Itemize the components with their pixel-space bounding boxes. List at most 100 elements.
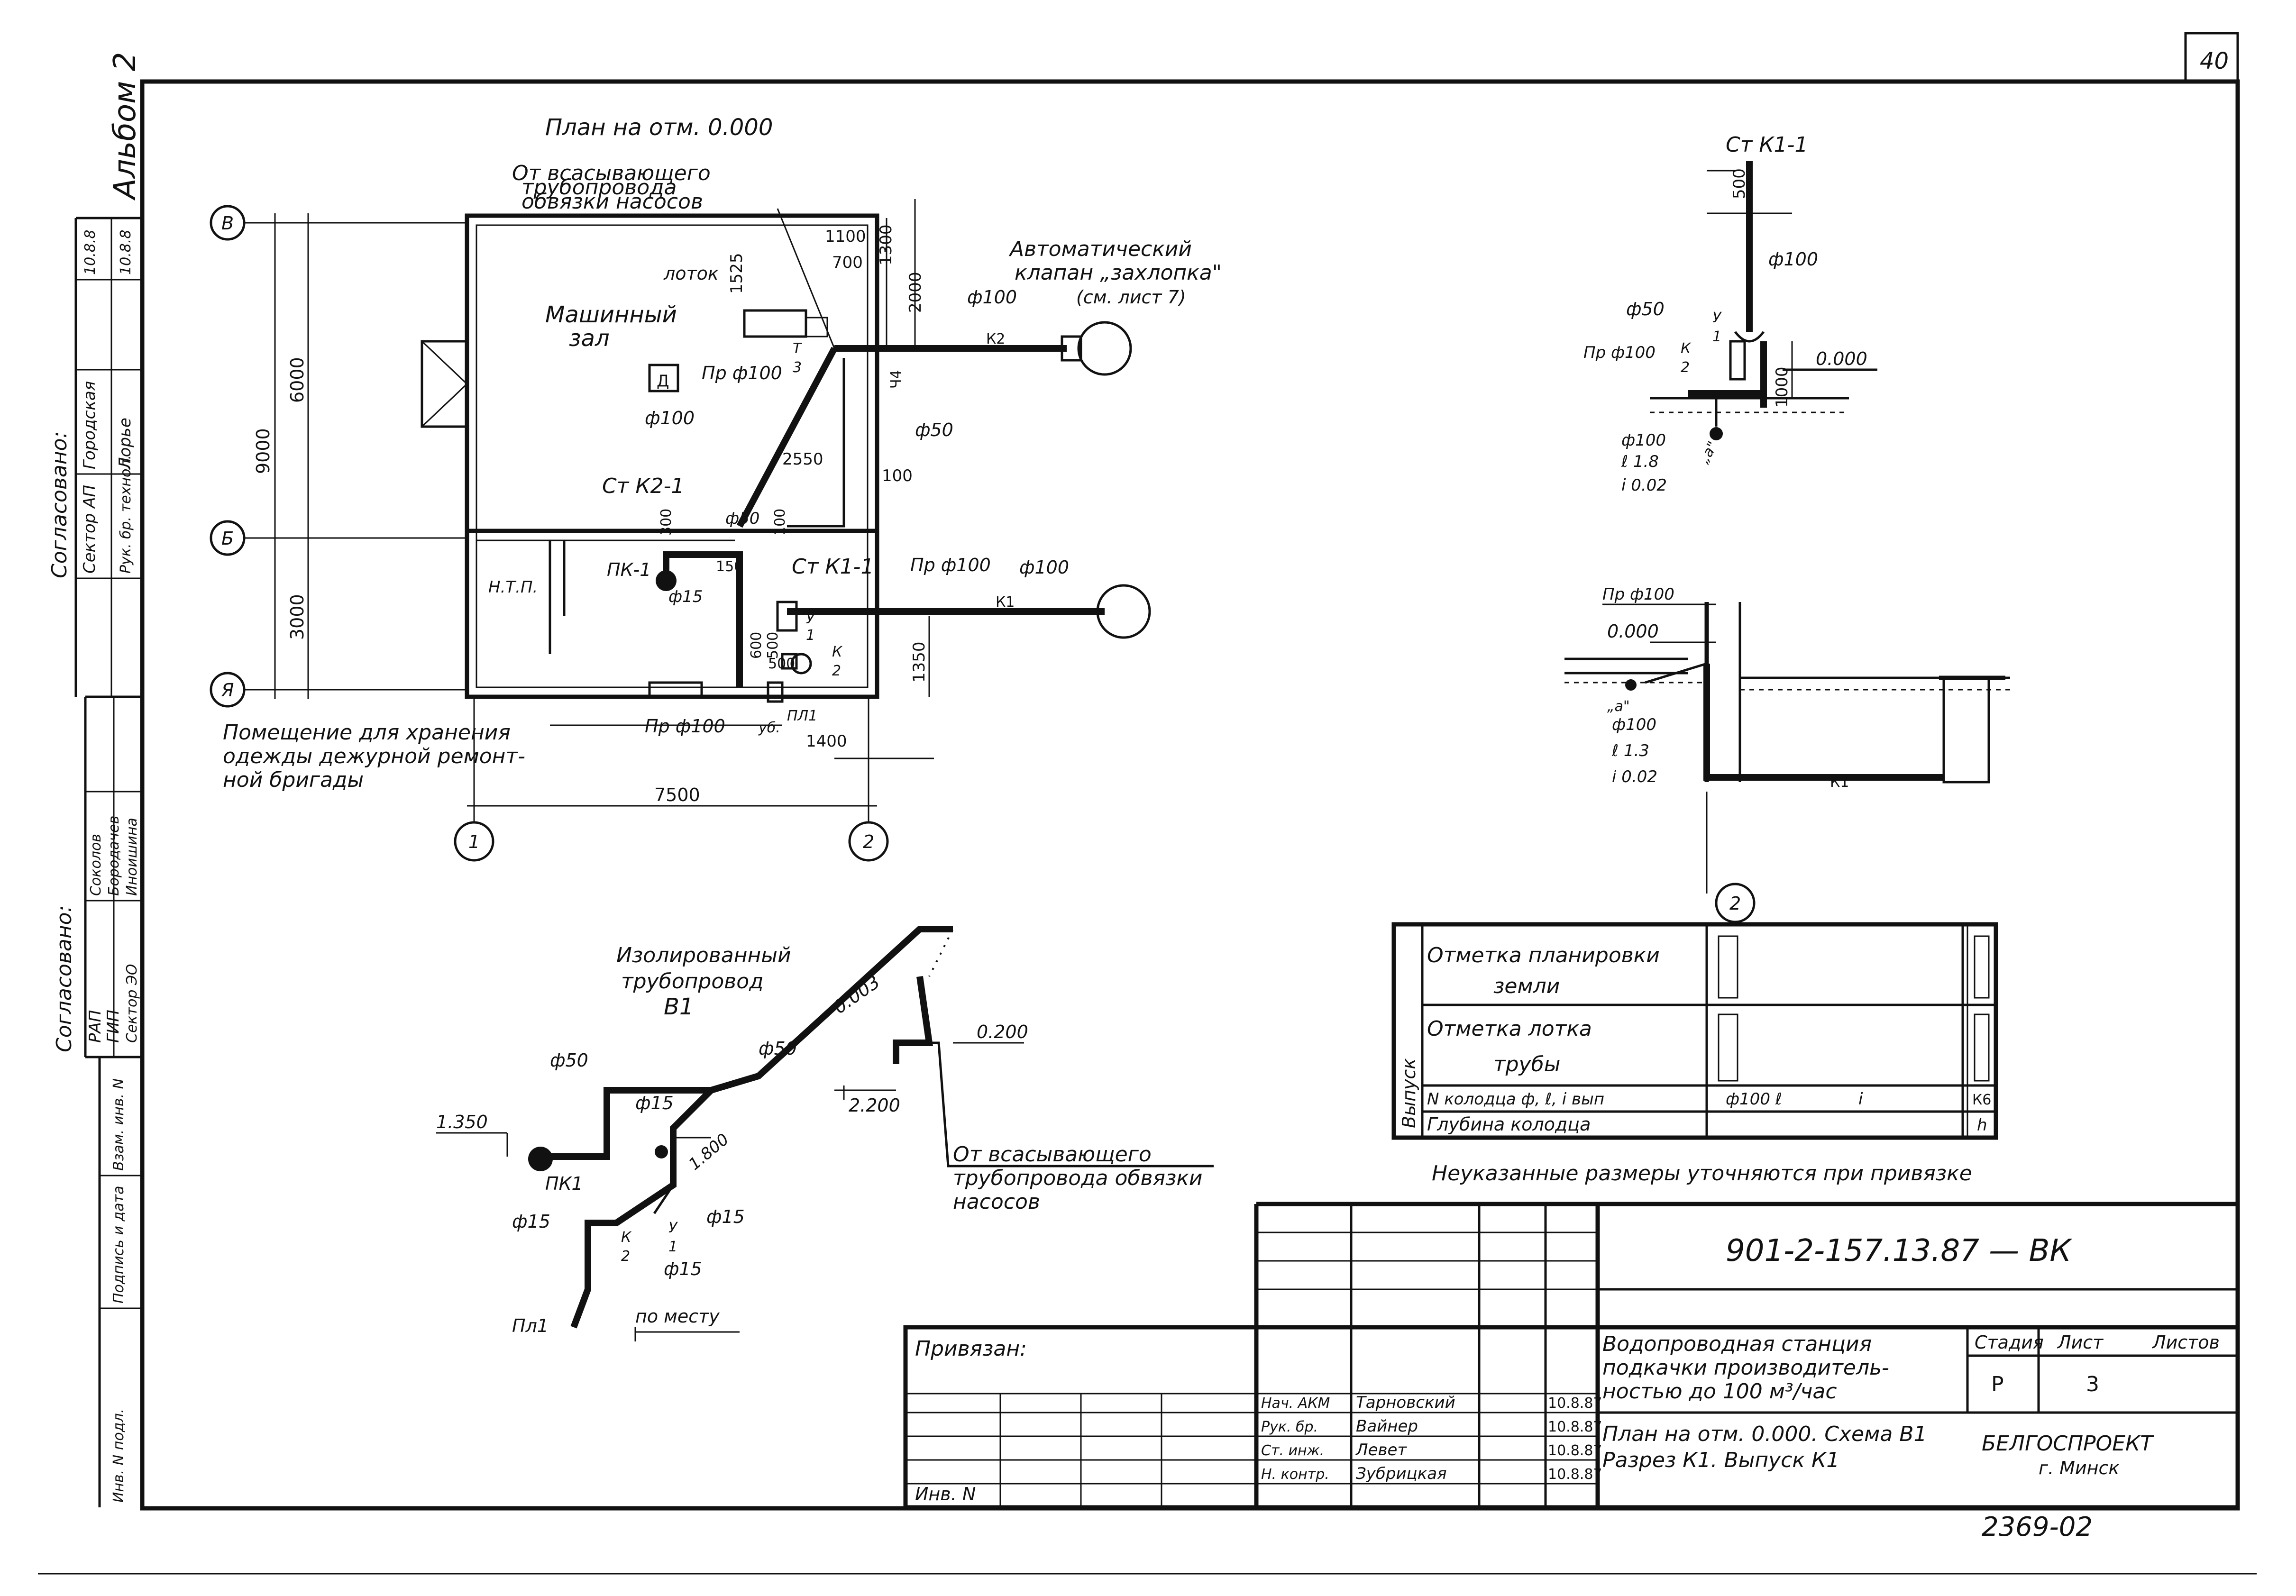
outlet-row1-a: Отметка планировки (1427, 943, 1660, 967)
org-city: г. Минск (2039, 1458, 2119, 1478)
outlet-row3-i: i (1858, 1090, 1863, 1109)
pipe-pr100-c: Пр ф100 (645, 716, 725, 737)
dim-1100: 1100 (825, 227, 866, 246)
staff-name-3: Зубрицкая (1356, 1464, 1447, 1483)
auto-valve-2: клапан „захлопка" (1015, 261, 1222, 285)
staff-role-2: Ст. инж. (1261, 1442, 1324, 1459)
axis-2: 2 (863, 831, 874, 852)
axis-1: 1 (468, 831, 480, 852)
scheme-y: У (668, 1220, 678, 1236)
dim-7500: 7500 (654, 784, 700, 805)
riser-info-1: ф100 (1621, 431, 1666, 450)
approval-r5-role: Сектор ЭО (124, 964, 140, 1043)
scheme-pk1: ПК1 (545, 1173, 583, 1194)
dim-1525: 1525 (727, 253, 746, 294)
scheme-title-2: трубопровод (621, 969, 764, 994)
album-label: Альбом 2 (108, 52, 143, 201)
section-info-3: i 0.02 (1612, 767, 1657, 786)
stack-signature-date: Подпись и дата (110, 1186, 127, 1304)
scheme-suction-3: насосов (953, 1190, 1040, 1214)
dim-1400: 1400 (806, 732, 847, 751)
bound-label: Привязан: (915, 1337, 1027, 1361)
ntp-label: Н.Т.П. (488, 578, 538, 597)
outlet-row4: Глубина колодца (1427, 1114, 1591, 1135)
k1-line-label: К1 (996, 594, 1015, 611)
hall-label-2: зал (569, 325, 610, 352)
room-label-3: ной бригады (223, 768, 364, 792)
outlet-row3-k: К6 (1972, 1092, 1991, 1108)
scheme-e1800: 1.800 (685, 1130, 732, 1174)
scheme-f15-d: ф15 (512, 1211, 550, 1232)
scheme-e1350: 1.350 (436, 1112, 488, 1132)
approval-r1-date: 10.8.8 (82, 230, 99, 275)
stage-header: Стадия (1975, 1332, 2044, 1353)
axis-ya: Я (221, 680, 234, 701)
scheme-e2200: 2.200 (849, 1095, 900, 1116)
section-info-1: ф100 (1612, 715, 1656, 734)
pipe-f100-c: ф100 (1019, 557, 1069, 578)
doc-code: 901-2-157.13.87 — ВК (1726, 1233, 2072, 1268)
st-k1-1-plan-label: Ст К1-1 (792, 555, 874, 579)
riser-pr100: Пр ф100 (1583, 343, 1656, 362)
staff-date-2: 10.8.87 (1548, 1442, 1602, 1459)
sheet-name-2: Разрез К1. Выпуск К1 (1602, 1448, 1839, 1472)
approval-r2-name: Лорье (116, 418, 135, 470)
auto-valve-1: Автоматический (1008, 237, 1192, 261)
approval-r2-role: Рук. бр. технол. (118, 455, 134, 574)
approval-r3-role: РАП (86, 1010, 105, 1043)
scheme-title-1: Изолированный (616, 943, 791, 967)
staff-name-0: Тарновский (1356, 1393, 1455, 1412)
pk1-plan-label: ПК-1 (607, 559, 651, 580)
suction-note-3: обвязки насосов (521, 190, 703, 214)
sheets-header: Листов (2151, 1332, 2220, 1353)
dim-500-b: 500 (765, 632, 781, 659)
stack-original-inv: Инв. N подл. (110, 1409, 127, 1503)
dim-2000: 2000 (906, 272, 925, 313)
pipe-pr100-b: Пр ф100 (910, 555, 991, 575)
riser-title: Ст К1-1 (1726, 133, 1808, 157)
riser-y1: 1 (1712, 328, 1721, 345)
ub-label: уб. (758, 720, 780, 736)
pipe-f100-b: ф100 (645, 408, 695, 429)
scheme-f15-c: ф15 (664, 1259, 702, 1279)
ch4-label: Ч4 (888, 370, 905, 389)
riser-f100: ф100 (1768, 249, 1818, 270)
hall-label-1: Машинный (545, 301, 677, 328)
scheme-f50-b: ф50 (759, 1038, 797, 1059)
approval-r1-name: Городская (80, 381, 99, 469)
scheme-e0200: 0.200 (977, 1021, 1028, 1042)
inventory-number: 2369-02 (1982, 1512, 2093, 1542)
mark-t3: 3 (793, 359, 802, 376)
staff-role-0: Нач. АКМ (1261, 1395, 1330, 1412)
staff-name-2: Левет (1355, 1441, 1407, 1459)
section-a-mark: „а" (1607, 698, 1630, 715)
scheme-f15-a: ф15 (635, 1093, 674, 1113)
suction-note-2: трубопровода (521, 175, 677, 200)
mark-y: У (806, 611, 815, 627)
pl1-plan-label: ПЛ1 (787, 708, 817, 724)
pipe-f50-b: ф50 (725, 509, 759, 528)
room-label-2: одежды дежурной ремонт- (223, 744, 525, 768)
mark-y1: 1 (806, 627, 815, 644)
approval-header-1: Согласовано: (47, 431, 72, 578)
project-name-2: подкачки производитель- (1602, 1356, 1889, 1380)
staff-role-3: Н. контр. (1261, 1466, 1329, 1483)
outlet-row1-b: земли (1493, 974, 1560, 998)
approval-r1-role: Сектор АП (80, 485, 99, 574)
scheme-y1: 1 (668, 1239, 677, 1255)
stage-value: Р (1991, 1372, 2004, 1396)
scheme-suction-1: От всасывающего (953, 1142, 1152, 1167)
section-elev: 0.000 (1607, 621, 1659, 642)
staff-role-1: Рук. бр. (1261, 1419, 1318, 1435)
sheet-name-1: План на отм. 0.000. Схема В1 (1602, 1422, 1927, 1446)
scheme-suction-2: трубопровода обвязки (953, 1166, 1203, 1190)
staff-date-0: 10.8.87 (1548, 1395, 1602, 1412)
dim-300: 300 (658, 509, 675, 536)
project-name-3: ностью до 100 м³/час (1602, 1379, 1837, 1404)
outlet-row4-h: h (1977, 1116, 1987, 1135)
section-k1: К1 (1830, 774, 1849, 791)
section-axis-2: 2 (1729, 893, 1741, 914)
dim-6000: 6000 (287, 357, 308, 403)
dim-1350: 1350 (910, 641, 929, 683)
